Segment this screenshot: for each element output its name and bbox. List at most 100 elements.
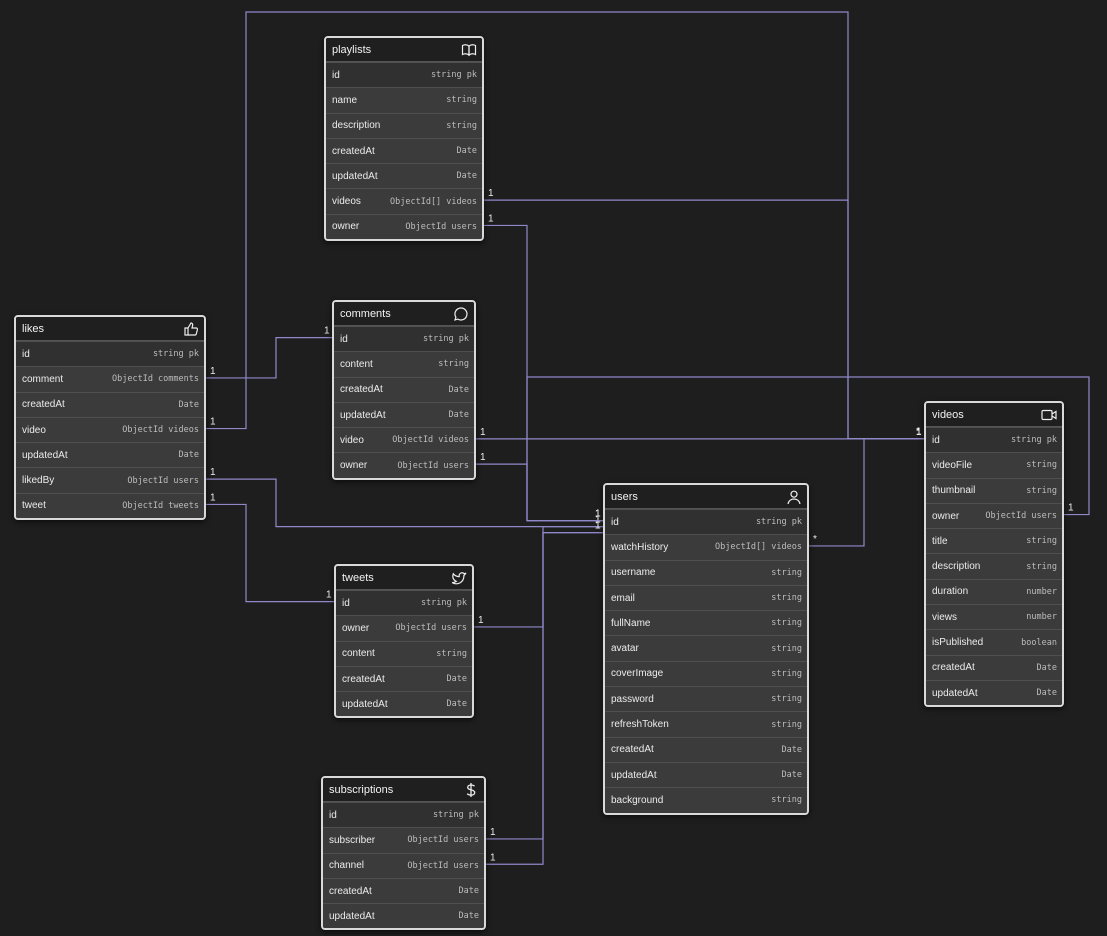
field-row-views[interactable]: views number: [926, 604, 1062, 630]
field-type: ObjectId users: [407, 860, 479, 871]
field-type: ObjectId users: [397, 460, 469, 471]
field-name: views: [932, 611, 958, 623]
table-header[interactable]: videos: [926, 403, 1062, 427]
field-type: string: [1026, 536, 1057, 547]
field-type: boolean: [1021, 637, 1057, 648]
field-name: background: [611, 794, 664, 806]
field-type: ObjectId videos: [122, 425, 199, 436]
field-type: ObjectId tweets: [122, 500, 199, 511]
field-name: id: [611, 516, 619, 528]
field-name: updatedAt: [340, 409, 386, 421]
field-name: description: [932, 561, 981, 573]
field-name: comment: [22, 373, 64, 385]
table-header[interactable]: likes: [16, 317, 204, 341]
table-header[interactable]: subscriptions: [323, 778, 484, 802]
field-row-createdAt[interactable]: createdAt Date: [336, 665, 472, 692]
field-row-id[interactable]: id string pk: [323, 802, 484, 828]
field-type: number: [1026, 612, 1057, 623]
field-name: createdAt: [932, 662, 975, 674]
field-name: updatedAt: [22, 449, 68, 461]
field-type: Date: [446, 674, 467, 685]
field-name: tweet: [22, 500, 46, 512]
dollar-icon: [463, 782, 479, 798]
field-name: videos: [332, 196, 361, 208]
table-header[interactable]: users: [605, 485, 807, 509]
field-name: name: [332, 94, 358, 106]
field-type: Date: [1036, 662, 1057, 673]
table-header[interactable]: tweets: [336, 566, 472, 590]
field-name: id: [332, 69, 340, 81]
field-name: owner: [332, 221, 360, 233]
field-type: Date: [446, 699, 467, 710]
table-title: comments: [340, 307, 391, 320]
field-type: string pk: [1010, 435, 1057, 446]
field-type: string pk: [432, 810, 479, 821]
field-name: videoFile: [932, 459, 973, 471]
field-type: Date: [458, 911, 479, 922]
field-name: createdAt: [342, 673, 385, 685]
table-title: likes: [22, 322, 45, 335]
table-header[interactable]: playlists: [326, 38, 482, 62]
field-row-tweet[interactable]: tweet ObjectId tweets: [16, 492, 204, 519]
table-header[interactable]: comments: [334, 302, 474, 326]
field-name: id: [329, 809, 337, 821]
field-row-createdAt[interactable]: createdAt Date: [926, 654, 1062, 680]
